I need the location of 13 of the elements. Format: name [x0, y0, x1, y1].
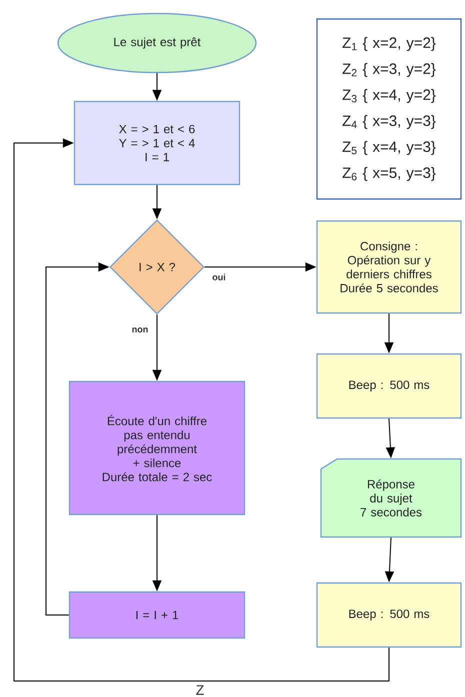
process-box: X = > 1 et < 6 Y = > 1 et < 4 I = 1 [74, 100, 240, 186]
process-box: Beep : 500 ms [316, 582, 462, 648]
arrow [14, 138, 390, 682]
edge-label: oui [211, 272, 227, 282]
response-box: Réponse du sujet 7 secondes [320, 458, 462, 538]
edge-label: non [130, 326, 150, 334]
process-box: I = I + 1 [68, 591, 246, 639]
process-box: Écoute d'un chiffre pas entendu précédemment + silence Durée totale = 2 sec [68, 380, 246, 516]
info-box: Z$_{1}$ { x=2, y=2} Z$_{2}$ { x=3, y=2} Z$_{3}$ { x=4, y=2} Z$_{4}$ { x=3, y=3} Z$_{5}$ { x=4, y=3} Z$_{6}$ { x=5, y=3} [316, 18, 462, 200]
start-oval: Le sujet est prêt [57, 12, 257, 74]
instruction-box: Consigne : Opération sur y derniers chiffres Durée 5 secondes [316, 220, 462, 314]
process-box: Beep : 500 ms [316, 353, 462, 419]
edge-label: Z [194, 684, 206, 696]
